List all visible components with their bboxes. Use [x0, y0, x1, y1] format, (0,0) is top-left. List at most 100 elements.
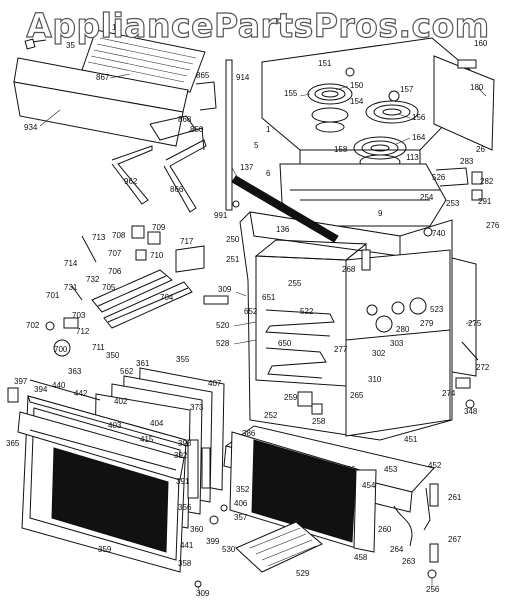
label-458: 458 [354, 553, 368, 562]
label-702: 702 [26, 321, 40, 330]
rack-assembly [45, 225, 229, 357]
label-1: 1 [266, 125, 271, 134]
label-415: 415 [140, 435, 154, 444]
label-136: 136 [276, 225, 290, 234]
label-279: 279 [420, 319, 434, 328]
label-356: 356 [178, 503, 192, 512]
label-113: 113 [406, 153, 419, 162]
label-386: 386 [242, 429, 256, 438]
label-154: 154 [350, 97, 364, 106]
label-160: 160 [474, 39, 488, 48]
label-392: 392 [174, 451, 188, 460]
label-454: 454 [362, 481, 376, 490]
label-712: 712 [76, 327, 90, 336]
label-267: 267 [448, 535, 462, 544]
label-404: 404 [150, 419, 164, 428]
label-256: 256 [426, 585, 440, 594]
label-651: 651 [262, 293, 276, 302]
label-732: 732 [86, 275, 100, 284]
bracket-866 [163, 139, 207, 213]
label-562: 562 [120, 367, 134, 376]
label-399: 399 [206, 537, 220, 546]
bracket-962 [111, 145, 153, 205]
oven-door [7, 367, 228, 573]
label-303: 303 [390, 339, 404, 348]
label-259: 259 [284, 393, 298, 402]
label-440: 440 [52, 381, 66, 390]
label-520: 520 [216, 321, 230, 330]
label-252: 252 [264, 411, 278, 420]
label-9: 9 [378, 209, 383, 218]
label-407: 407 [208, 379, 222, 388]
label-731: 731 [64, 283, 78, 292]
vent-grille-assembly [13, 29, 206, 147]
label-5: 5 [254, 141, 259, 150]
label-250: 250 [226, 235, 240, 244]
hinge-part [297, 391, 313, 407]
label-26: 26 [476, 145, 485, 154]
label-260: 260 [378, 525, 392, 534]
side-panel-right [451, 257, 477, 377]
label-865: 865 [196, 71, 210, 80]
label-706: 706 [108, 267, 122, 276]
label-365: 365 [6, 439, 20, 448]
bracket-865 [195, 81, 217, 111]
label-274: 274 [442, 389, 456, 398]
label-283: 283 [460, 157, 474, 166]
drawer-rail [393, 505, 413, 547]
label-530: 530 [222, 545, 236, 554]
label-263: 263 [402, 557, 416, 566]
label-360: 360 [190, 525, 204, 534]
label-158: 158 [334, 145, 348, 154]
label-457: 457 [266, 495, 280, 504]
label-714: 714 [64, 259, 78, 268]
label-355: 355 [176, 355, 190, 364]
bracket-850 [187, 127, 205, 151]
label-397: 397 [14, 377, 28, 386]
label-150: 150 [350, 81, 364, 90]
label-373: 373 [190, 403, 204, 412]
label-261: 261 [448, 493, 462, 502]
label-265: 265 [350, 391, 364, 400]
label-361: 361 [136, 359, 150, 368]
label-700: 700 [54, 345, 68, 354]
label-934: 934 [24, 123, 38, 132]
label-358: 358 [178, 559, 192, 568]
label-282: 282 [480, 177, 494, 186]
label-523: 523 [430, 305, 444, 314]
label-713: 713 [92, 233, 106, 242]
label-255: 255 [288, 279, 302, 288]
label-277: 277 [334, 345, 348, 354]
label-704: 704 [160, 293, 174, 302]
label-703: 703 [72, 311, 86, 320]
label-310: 310 [368, 375, 382, 384]
label-452: 452 [428, 461, 442, 470]
label-709: 709 [152, 223, 166, 232]
label-258: 258 [312, 417, 326, 426]
label-254: 254 [420, 193, 434, 202]
vent-strip [225, 59, 233, 211]
label-357: 357 [234, 513, 248, 522]
terminal-block [457, 59, 477, 69]
label-526: 526 [432, 173, 446, 182]
label-441: 441 [180, 541, 194, 550]
label-6: 6 [266, 169, 271, 178]
label-701: 701 [46, 291, 60, 300]
label-164: 164 [412, 133, 426, 142]
light-socket [361, 249, 371, 271]
label-268: 268 [342, 265, 356, 274]
label-453: 453 [384, 465, 398, 474]
label-850: 850 [190, 125, 204, 134]
label-402: 402 [114, 397, 128, 406]
bracket-right [435, 167, 469, 187]
top-trim-strip [231, 175, 339, 243]
label-275: 275 [468, 319, 482, 328]
label-309b: 309 [196, 589, 210, 598]
label-528: 528 [216, 339, 230, 348]
label-350: 350 [106, 351, 120, 360]
label-253: 253 [446, 199, 460, 208]
broiler-pan [235, 521, 323, 573]
label-352: 352 [236, 485, 250, 494]
